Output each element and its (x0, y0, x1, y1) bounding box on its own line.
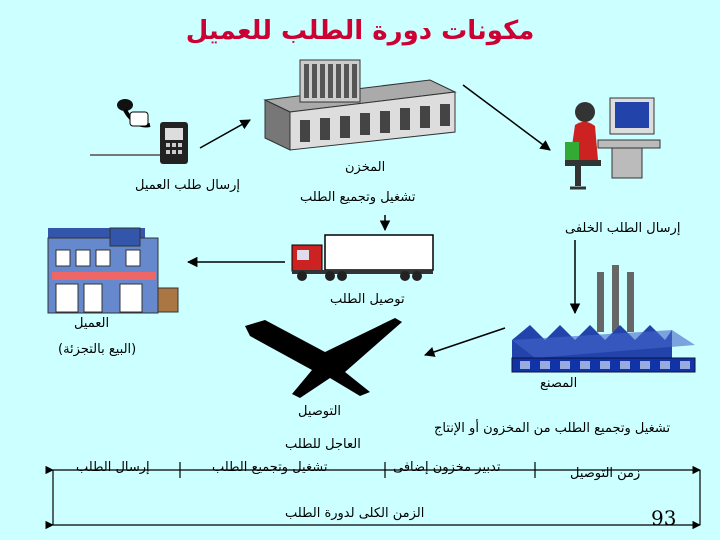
label-customer: العميل (74, 316, 109, 331)
timeline-process-assemble: تشغيل وتجميع الطلب (212, 460, 327, 475)
label-process-from-stock: تشغيل وتجميع الطلب من المخزون أو الإنتاج (434, 421, 670, 436)
label-send-customer-order: إرسال طلب العميل (135, 178, 240, 193)
label-order-delivery: توصيل الطلب (330, 292, 405, 307)
timeline-total-cycle-time: الزمن الكلى لدورة الطلب (285, 506, 424, 521)
truck-icon (292, 235, 433, 281)
label-express-delivery-1: التوصيل (298, 404, 341, 419)
timeline-extra-stock: تدبير مخزون إضافى (393, 460, 500, 475)
page-number: 93 (651, 506, 676, 530)
telephone-icon (90, 99, 188, 164)
warehouse-icon (265, 60, 455, 150)
store-icon (48, 228, 178, 313)
timeline-delivery-time: زمن التوصيل (570, 466, 640, 481)
factory-icon (512, 265, 695, 372)
label-express-delivery-2: العاجل للطلب (285, 437, 361, 452)
office-worker-icon (565, 98, 660, 188)
label-send-back-order: إرسال الطلب الخلفى (565, 221, 680, 236)
timeline-send-order: إرسال الطلب (76, 460, 150, 475)
airplane-icon (245, 318, 402, 398)
label-retail: (البيع بالتجزئة) (58, 342, 136, 357)
label-warehouse: المخزن (345, 160, 385, 175)
label-factory: المصنع (540, 376, 577, 391)
label-process-assemble-order: تشغيل وتجميع الطلب (300, 190, 415, 205)
